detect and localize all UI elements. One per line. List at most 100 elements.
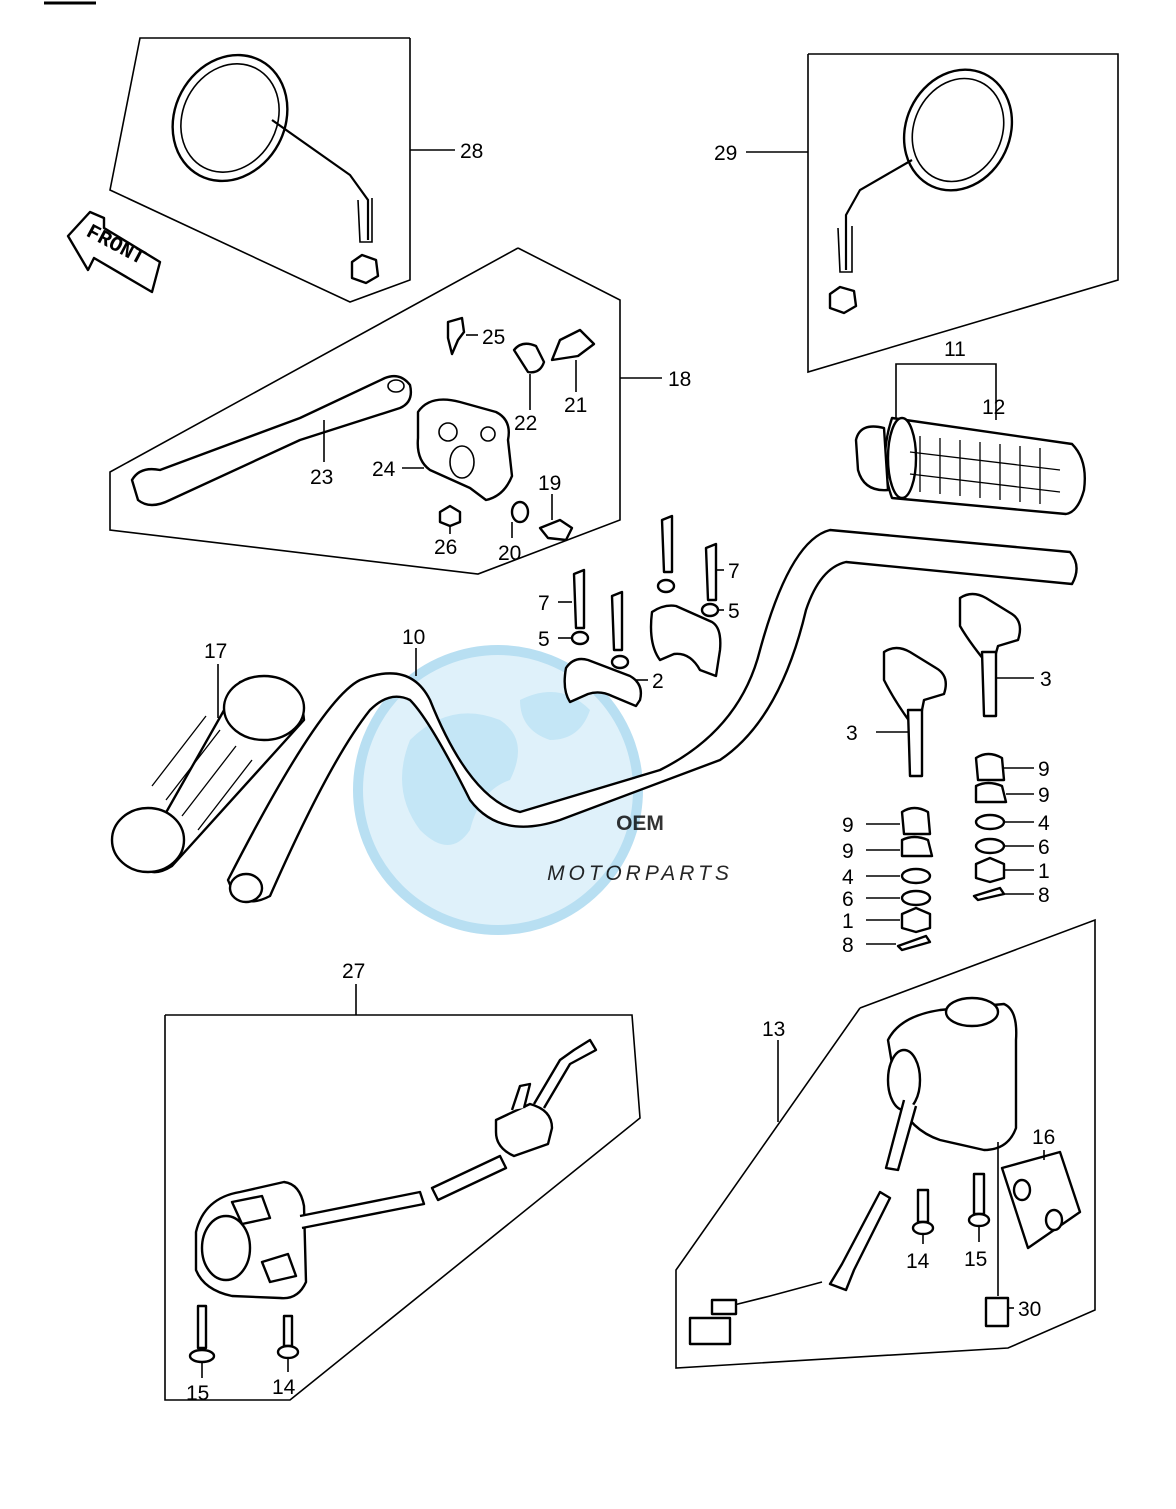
- callout-3b: 3: [1040, 668, 1052, 691]
- callout-26: 26: [434, 536, 457, 559]
- mirror-right-group: 29: [714, 53, 1119, 374]
- adjuster-21: [550, 328, 596, 362]
- part-16-stud-a: [1012, 1178, 1032, 1202]
- callout-25: 25: [482, 326, 505, 349]
- callout-8b: 8: [1038, 884, 1050, 907]
- left-grip-ribs: [151, 715, 253, 831]
- watermark-tagline: MOTORPARTS: [547, 862, 733, 885]
- holder-3b-stud: [980, 650, 998, 718]
- screw-15b: [196, 1304, 208, 1350]
- bolt-7c: [610, 590, 624, 652]
- throttle-grip-flange: [886, 416, 918, 500]
- callout-1a: 1: [842, 910, 854, 933]
- rubber-9a: [900, 806, 932, 836]
- washer-20: [510, 500, 530, 524]
- right-switch-housing: [886, 1002, 1018, 1152]
- mirror-left-stem: [271, 119, 370, 240]
- pivot-bolt-25: [446, 316, 466, 356]
- callout-6a: 6: [842, 888, 854, 911]
- bar-clamp-group: 7 7 5 5 2: [538, 514, 740, 708]
- callout-2: 2: [652, 670, 664, 693]
- callout-10: 10: [402, 626, 425, 649]
- left-switch-connector: [494, 1102, 554, 1158]
- front-arrow-shape: [66, 210, 162, 294]
- right-switch-frame: [675, 918, 1096, 1369]
- throttle-grip-ribs-h: [909, 451, 1061, 493]
- mirror-left-nut: [350, 253, 380, 285]
- holder-3a-stud: [906, 708, 924, 778]
- callout-15b: 15: [186, 1382, 209, 1405]
- callout-11: 11: [944, 338, 966, 361]
- washer-4b: [974, 813, 1006, 831]
- right-switch-plug-b: [688, 1316, 732, 1346]
- mirror-left-thread: [357, 198, 373, 243]
- left-switch-cable: [299, 1190, 426, 1230]
- locknut-22: [512, 342, 546, 374]
- left-grip-end: [110, 806, 186, 874]
- washer-15b: [188, 1348, 216, 1364]
- rubber-9c: [974, 752, 1006, 782]
- left-switch-frame: [164, 1014, 641, 1401]
- nut-26: [438, 504, 462, 528]
- callout-5a: 5: [538, 628, 550, 651]
- callout-5b: 5: [728, 600, 740, 623]
- cotter-8b: [972, 886, 1006, 902]
- left-switch-cable-2: [430, 1154, 508, 1202]
- holder-3b-head: [958, 592, 1022, 662]
- callout-28: 28: [460, 140, 483, 163]
- callout-7b: 7: [728, 560, 740, 583]
- callout-3a: 3: [846, 722, 858, 745]
- mirror-left-glass: [171, 53, 289, 183]
- left-switch-group: 27 15 14: [164, 960, 641, 1405]
- callout-13: 13: [762, 1018, 785, 1041]
- callout-7a: 7: [538, 592, 550, 615]
- front-arrow-sign: FRONT: [66, 210, 162, 294]
- throttle-grip-ribs: [919, 436, 1041, 504]
- screw-14b: [282, 1314, 294, 1348]
- left-switch-wire-b: [532, 1038, 598, 1109]
- callout-9b: 9: [842, 840, 854, 863]
- left-grip-group: 17: [110, 640, 306, 874]
- cotter-8a: [896, 934, 932, 952]
- clutch-bracket-hole-1: [438, 422, 458, 442]
- bolt-7a: [572, 568, 586, 630]
- washer-4a: [900, 867, 932, 885]
- rubber-9b: [900, 835, 934, 858]
- mirror-right-stem: [844, 159, 913, 270]
- clamp-2b: [649, 604, 722, 678]
- callout-18: 18: [668, 368, 691, 391]
- clutch-lever-blade: [130, 374, 413, 507]
- callout-8a: 8: [842, 934, 854, 957]
- clutch-bracket-hole-2: [480, 426, 496, 442]
- washer-5c: [610, 654, 630, 670]
- clamp-2a: [563, 657, 643, 708]
- callout-9a: 9: [842, 814, 854, 837]
- left-switch-knob: [260, 1252, 298, 1284]
- callout-4a: 4: [842, 866, 854, 889]
- handlebar-holder-group: 3 3 9 9 4 6 1 8 9 9 4 6: [842, 592, 1052, 957]
- handlebar-end: [228, 872, 264, 904]
- bolt-7d: [660, 514, 674, 574]
- screw-14a: [916, 1188, 930, 1224]
- throttle-grip-group: 11 12: [854, 338, 1086, 516]
- callout-9d: 9: [1038, 784, 1050, 807]
- bolt-19: [538, 518, 574, 542]
- callout-21: 21: [564, 394, 587, 417]
- callout-4b: 4: [1038, 812, 1050, 835]
- clutch-lever-bracket: [416, 398, 514, 502]
- callout-30: 30: [1018, 1298, 1041, 1321]
- left-switch-bore: [200, 1214, 252, 1282]
- washer-14b: [276, 1344, 300, 1360]
- mirror-right-rim: [911, 77, 1005, 183]
- clutch-lever-group: 18 25 21 22 23 24 19 26 20: [109, 247, 691, 575]
- callout-24: 24: [372, 458, 396, 481]
- left-grip-flange: [222, 674, 306, 742]
- left-switch-wire-a: [510, 1082, 532, 1111]
- holder-3a-head: [882, 646, 947, 724]
- callout-20: 20: [498, 542, 521, 565]
- watermark-brand: OEM: [616, 812, 664, 835]
- nut-1a: [900, 906, 932, 934]
- mirror-right-thread: [837, 226, 853, 273]
- part-16-stud-b: [1044, 1208, 1064, 1232]
- washer-5a: [570, 630, 590, 646]
